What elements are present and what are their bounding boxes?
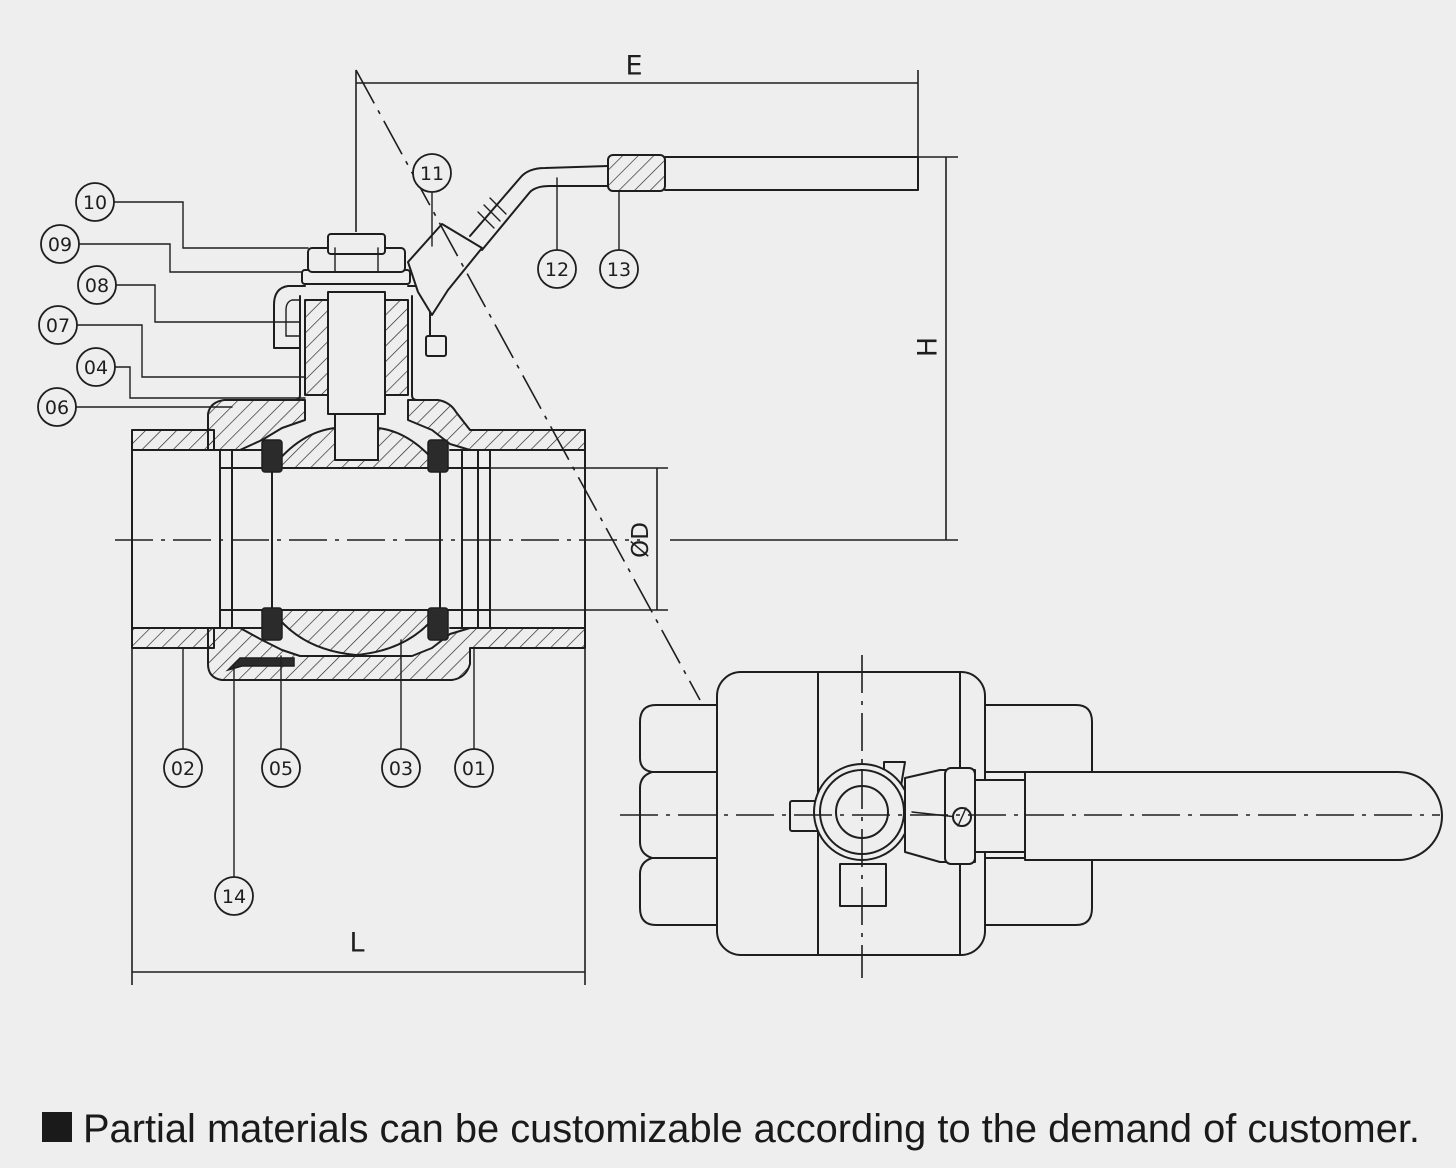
body-bottom	[207, 627, 586, 681]
callout-04: 04	[76, 347, 116, 387]
left-end-top-wall	[131, 429, 215, 451]
black-square-icon	[42, 1112, 72, 1142]
dimension-label-e: E	[625, 51, 642, 82]
callout-02: 02	[163, 748, 203, 788]
handle-lock-block	[407, 223, 483, 316]
callout-label: 13	[607, 259, 631, 281]
callout-label: 05	[269, 758, 293, 780]
callout-label: 14	[222, 886, 246, 908]
body-top-right	[407, 399, 586, 451]
handle-bar	[664, 156, 919, 191]
callout-label: 04	[84, 357, 108, 379]
callout-01: 01	[454, 748, 494, 788]
callout-12: 12	[537, 249, 577, 289]
callout-label: 06	[45, 397, 69, 419]
dimension-label-l: L	[349, 928, 364, 959]
lock-hole-slash	[957, 807, 967, 827]
dimension-e: E	[355, 51, 919, 232]
ball-lower-cap	[271, 609, 441, 656]
leader-line-08	[115, 284, 301, 323]
dimension-label-h: H	[913, 337, 944, 357]
left-end-bottom-wall	[131, 627, 215, 649]
callout-06: 06	[37, 387, 77, 427]
leader-lines	[75, 177, 620, 878]
packing-left	[304, 299, 329, 396]
leader-line-09	[78, 243, 303, 273]
handle-cut-marks	[477, 197, 507, 229]
stop-pin	[425, 335, 447, 357]
callout-label: 10	[83, 192, 107, 214]
customization-note: Partial materials can be customizable ac…	[42, 1107, 1420, 1151]
nut-top	[327, 233, 386, 255]
handle-grip-sleeve	[607, 154, 666, 192]
callout-label: 11	[420, 163, 444, 185]
callout-03: 03	[381, 748, 421, 788]
callout-14: 14	[214, 876, 254, 916]
bore-lines	[131, 449, 586, 629]
body-gasket	[225, 657, 295, 672]
callout-label: 07	[46, 315, 70, 337]
stop-plate-inner	[285, 299, 301, 337]
callout-label: 08	[85, 275, 109, 297]
handle-neck-top	[469, 165, 609, 237]
callout-label: 01	[462, 758, 486, 780]
side-section-view	[131, 154, 919, 681]
callout-label: 09	[48, 234, 72, 256]
leader-line-04	[114, 366, 306, 399]
body-top-left	[207, 399, 306, 451]
callout-05: 05	[261, 748, 301, 788]
callout-label: 03	[389, 758, 413, 780]
stop-plate-left	[273, 285, 306, 349]
handle-step	[974, 779, 1028, 853]
packing-right	[384, 299, 409, 396]
stem-tang	[334, 413, 379, 461]
callout-label: 02	[171, 758, 195, 780]
note-text: Partial materials can be customizable ac…	[83, 1107, 1420, 1151]
neck-right	[411, 295, 418, 401]
callout-10: 10	[75, 182, 115, 222]
callout-13: 13	[599, 249, 639, 289]
stem	[327, 291, 386, 415]
callout-label: 12	[545, 259, 569, 281]
stop-tab-bottom	[839, 863, 887, 907]
leader-line-07	[76, 324, 306, 378]
dimension-l: L	[131, 648, 586, 985]
callout-08: 08	[77, 265, 117, 305]
handle-bar-top-view	[1024, 771, 1443, 861]
callout-09: 09	[40, 224, 80, 264]
seats	[261, 439, 449, 641]
callout-11: 11	[412, 153, 452, 193]
dimension-label-d: ØD	[628, 522, 654, 558]
top-view	[620, 655, 1443, 978]
dimension-h: H	[665, 156, 958, 541]
callout-07: 07	[38, 305, 78, 345]
handle-neck-bottom	[481, 185, 609, 251]
dimension-d: ØD	[490, 467, 668, 611]
leader-line-10	[113, 201, 309, 249]
